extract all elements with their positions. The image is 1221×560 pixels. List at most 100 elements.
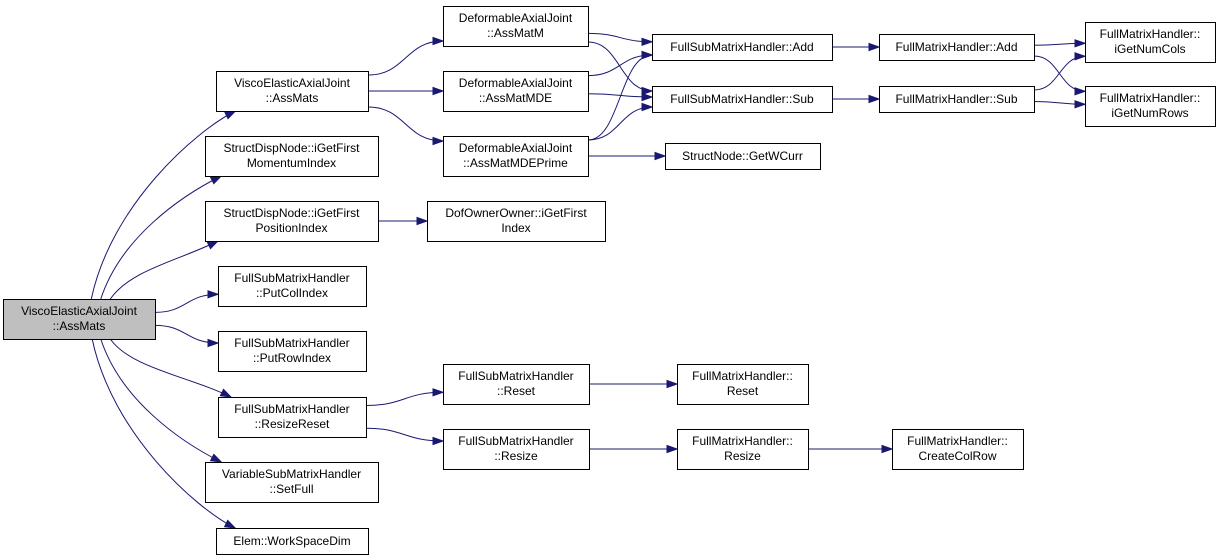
node-box [205, 201, 379, 242]
node-fsmh-putrow[interactable]: FullSubMatrixHandler::PutRowIndex [218, 331, 367, 372]
node-fsmh-add[interactable]: FullSubMatrixHandler::Add [652, 34, 833, 61]
edge-line [1033, 55, 1086, 91]
node-fmh-createcolrow[interactable]: FullMatrixHandler::CreateColRow [892, 429, 1024, 470]
node-fmh-reset[interactable]: FullMatrixHandler::Reset [677, 364, 809, 405]
node-label-line: ::AssMatMDEPrime [463, 156, 568, 170]
call-edge-daj_assmatmdeprime-to-fsmh_add [587, 50, 654, 141]
node-fsmh-putcol[interactable]: FullSubMatrixHandler::PutColIndex [218, 266, 367, 307]
call-edge-vej_assmats-to-daj_assmatm [367, 36, 445, 76]
node-label-line: StructDispNode::iGetFirst [223, 141, 360, 155]
call-edge-daj_assmatmde-to-fsmh_sub [587, 92, 654, 102]
arrowhead [1074, 52, 1087, 61]
node-label-line: DofOwnerOwner::iGetFirst [445, 206, 587, 220]
node-label-line: FullMatrixHandler:: [1100, 91, 1201, 105]
node-label-line: Reset [727, 384, 759, 398]
node-box [3, 299, 156, 340]
node-daj-assmatm[interactable]: DeformableAxialJoint::AssMatM [443, 6, 589, 47]
node-box [216, 528, 369, 555]
arrowhead [223, 519, 237, 529]
node-sn-getwcurr[interactable]: StructNode::GetWCurr [665, 143, 821, 170]
node-box [427, 201, 606, 242]
node-box [677, 364, 809, 405]
node-label-line: DeformableAxialJoint [459, 11, 573, 25]
edge-line [109, 338, 232, 398]
node-box [443, 71, 589, 112]
node-fmh-add[interactable]: FullMatrixHandler::Add [879, 34, 1035, 61]
node-label-line: FullMatrixHandler:: [692, 369, 793, 383]
node-label-line: DeformableAxialJoint [459, 76, 573, 90]
node-box [218, 266, 367, 307]
node-box [879, 86, 1035, 113]
node-box [205, 462, 379, 503]
node-label-line: ::ResizeReset [255, 417, 330, 431]
call-edge-daj_assmatmdeprime-to-fsmh_sub [587, 102, 654, 141]
node-box [205, 136, 379, 177]
node-box [443, 6, 589, 47]
arrowhead [209, 175, 223, 185]
edge-line [365, 391, 444, 406]
call-edge-root-to-elem_wsd [91, 338, 237, 529]
node-label-line: ViscoElasticAxialJoint [21, 304, 137, 318]
call-edge-fsmh_resizereset-to-fsmh_resize [365, 427, 445, 446]
node-fmh-getnumrows[interactable]: FullMatrixHandler::iGetNumRows [1085, 86, 1216, 127]
node-fmh-resize[interactable]: FullMatrixHandler::Resize [677, 429, 809, 470]
call-edge-root-to-fsmh_putcol [154, 290, 220, 313]
node-label-line: FullSubMatrixHandler [234, 271, 349, 285]
node-label-line: FullMatrixHandler:: [907, 434, 1008, 448]
call-edge-vej_assmats-to-daj_assmatmdeprime [367, 106, 445, 146]
node-label-line: FullSubMatrixHandler::Add [670, 40, 813, 54]
node-label-line: ::SetFull [269, 482, 313, 496]
call-edge-fsmh_resizereset-to-fsmh_reset [365, 388, 445, 406]
call-edge-root-to-sdn_momentum [100, 175, 223, 300]
node-daj-assmatmde[interactable]: DeformableAxialJoint::AssMatMDE [443, 71, 589, 112]
call-edge-fmh_sub-to-fmh_getnumrows [1033, 100, 1087, 109]
node-label-line: PositionIndex [255, 221, 327, 235]
node-fmh-getnumcols[interactable]: FullMatrixHandler::iGetNumCols [1085, 22, 1216, 63]
node-label-line: DeformableAxialJoint [459, 141, 573, 155]
node-box [1085, 86, 1216, 127]
node-label-line: MomentumIndex [247, 156, 336, 170]
node-box [652, 86, 833, 113]
node-fsmh-reset[interactable]: FullSubMatrixHandler::Reset [443, 364, 590, 405]
node-label-line: ViscoElasticAxialJoint [234, 76, 350, 90]
node-fsmh-resizereset[interactable]: FullSubMatrixHandler::ResizeReset [218, 397, 367, 438]
arrowhead [641, 102, 654, 112]
node-fsmh-sub[interactable]: FullSubMatrixHandler::Sub [652, 86, 833, 113]
edge-line [365, 427, 444, 442]
node-vsmh-setfull[interactable]: VariableSubMatrixHandler::SetFull [205, 462, 379, 503]
node-box [879, 34, 1035, 61]
arrowhead [868, 42, 881, 52]
arrowhead [641, 86, 654, 96]
node-box [1085, 22, 1216, 63]
node-label-line: StructNode::GetWCurr [682, 149, 803, 163]
node-label-line: ::Reset [497, 384, 536, 398]
arrowhead [219, 388, 233, 398]
arrowhead [224, 110, 237, 120]
node-elem-wsd[interactable]: Elem::WorkSpaceDim [216, 528, 369, 555]
arrowhead [432, 86, 445, 96]
call-edge-root-to-sdn_position [109, 240, 220, 300]
node-box [665, 143, 821, 170]
node-daj-assmatmdeprime[interactable]: DeformableAxialJoint::AssMatMDEPrime [443, 136, 589, 177]
edge-line [109, 240, 219, 300]
call-edges [90, 32, 1087, 529]
arrowhead [641, 37, 654, 47]
call-edge-sdn_position-to-dof_getfirst [378, 216, 429, 226]
node-root[interactable]: ViscoElasticAxialJoint::AssMats [3, 299, 156, 340]
arrowhead [654, 151, 667, 161]
node-fsmh-resize[interactable]: FullSubMatrixHandler::Resize [443, 429, 590, 470]
edge-line [587, 106, 653, 141]
node-label-line: FullSubMatrixHandler [234, 336, 349, 350]
arrowhead [416, 216, 429, 226]
node-label-line: Resize [724, 449, 761, 463]
node-vej-assmats[interactable]: ViscoElasticAxialJoint::AssMats [216, 71, 369, 112]
arrowhead [207, 290, 220, 299]
edge-line [90, 110, 236, 300]
node-label-line: ::Resize [494, 449, 538, 463]
arrowhead [1074, 100, 1087, 109]
node-fmh-sub[interactable]: FullMatrixHandler::Sub [879, 86, 1035, 113]
call-edge-fsmh_resize-to-fmh_resize [589, 444, 679, 454]
